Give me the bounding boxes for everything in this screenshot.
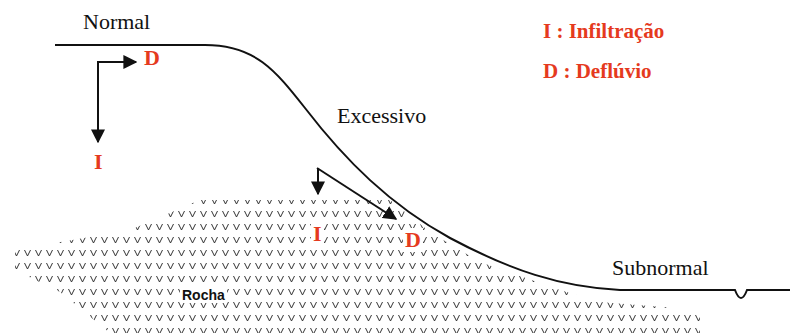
legend-entry: D : Deflúvio	[543, 60, 652, 83]
rock-area	[15, 200, 700, 333]
symbol-label: I	[311, 222, 324, 246]
infiltration-arrow	[97, 62, 99, 142]
slope-class-label: Subnormal	[610, 256, 711, 280]
material-label: Rocha	[180, 288, 227, 303]
legend-entry: I : Infiltração	[543, 20, 664, 43]
symbol-label: I	[92, 150, 105, 174]
symbol-label: D	[142, 46, 162, 70]
runoff-arrow	[97, 61, 136, 63]
slope-class-label: Normal	[81, 10, 152, 34]
runoff-arrow	[317, 168, 396, 219]
slope-profile	[55, 45, 790, 298]
infiltration-arrow	[317, 168, 319, 194]
slope-class-label: Excessivo	[335, 104, 428, 128]
symbol-label: D	[403, 228, 423, 252]
